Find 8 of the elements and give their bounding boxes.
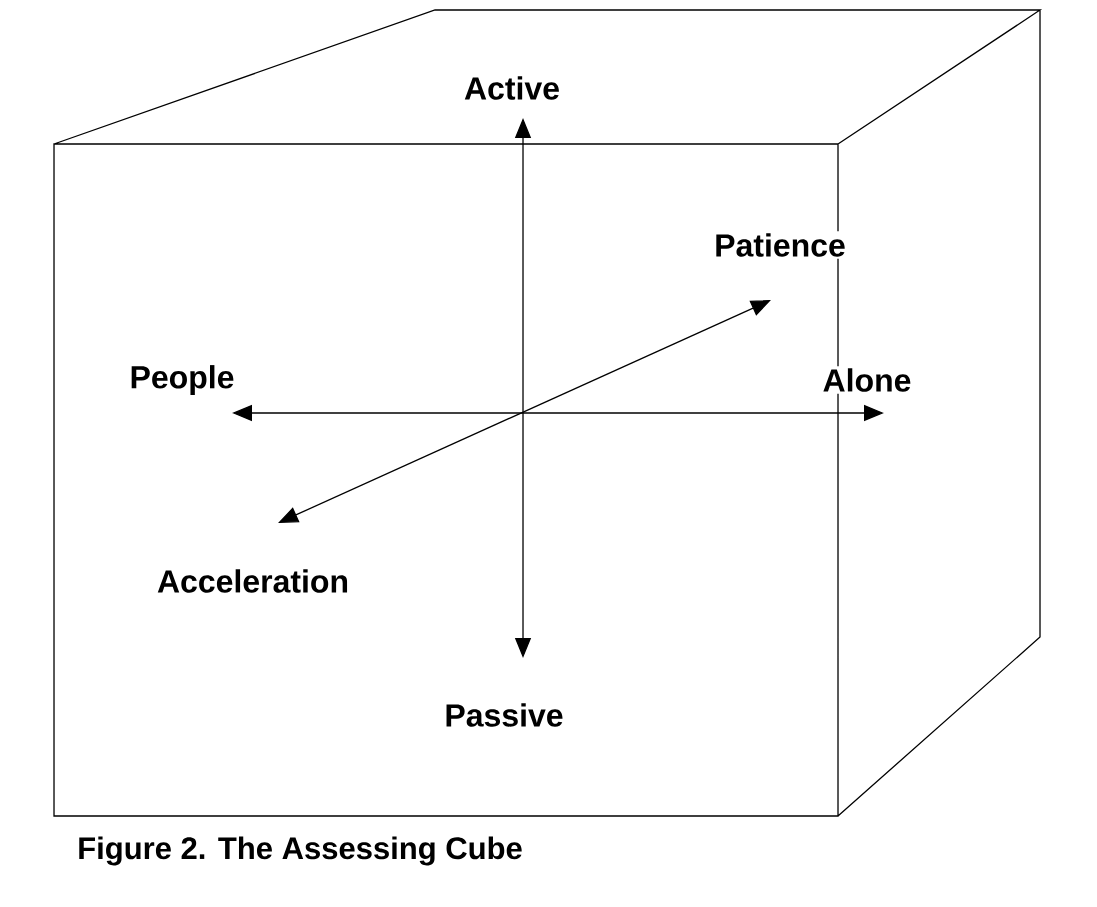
axis-label: Passive (442, 701, 566, 729)
caption: Figure 2. The Assessing Cube (79, 836, 522, 866)
axis-label: Alone (820, 366, 914, 394)
axis-label: People (127, 363, 237, 397)
axis-label: Active (462, 74, 563, 102)
axis-label: Acceleration (154, 567, 352, 595)
arrow (278, 300, 771, 523)
axis-label: Patience (712, 231, 848, 259)
